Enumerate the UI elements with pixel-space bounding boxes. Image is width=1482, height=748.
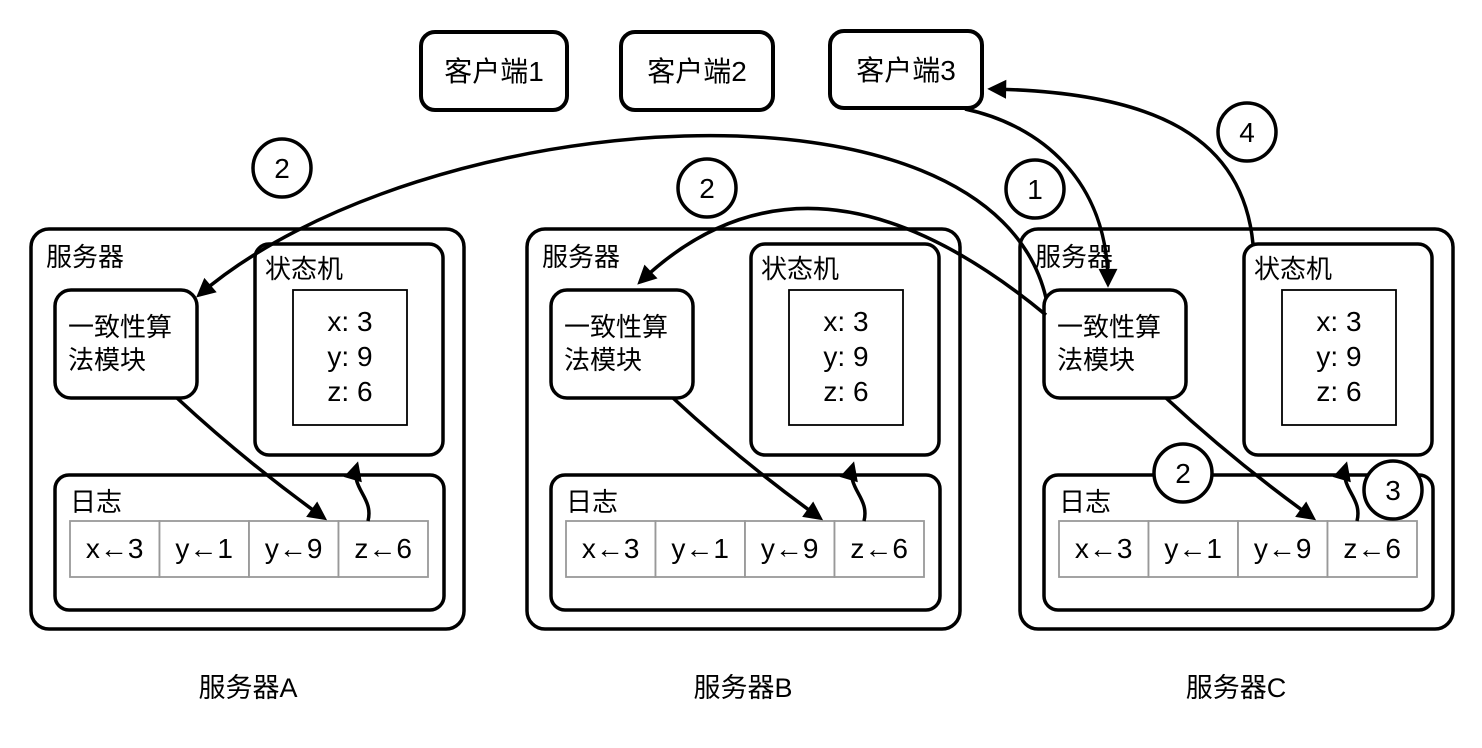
server-b-state-machine-label: 状态机: [761, 254, 839, 284]
client-2: 客户端2: [619, 30, 775, 112]
serverc-to-client3-reply-arrow: [987, 79, 1255, 245]
step-marker-label: 2: [274, 153, 290, 184]
server-b: 服务器 一致性算 法模块 状态机 x: 3 y: 9 z: 6 日志 x←3 y…: [525, 227, 962, 631]
server-c-log-label: 日志: [1059, 487, 1111, 517]
server-c-log-entry: y←1: [1164, 533, 1222, 564]
step-marker-1: 1: [1004, 158, 1066, 220]
server-a-log-to-state-machine-arrow: [343, 461, 371, 522]
client-1-box: [419, 30, 569, 112]
server-a-log-cell: [248, 520, 340, 578]
client-3: 客户端3: [828, 29, 984, 110]
server-a-sm-entry: y: 9: [327, 341, 372, 372]
server-b-sm-entry: x: 3: [823, 306, 868, 337]
server-b-log-cell: [654, 520, 746, 578]
server-b-log-entry: z←6: [850, 533, 908, 564]
server-a-sm-entry: x: 3: [327, 306, 372, 337]
server-b-log-cell: [833, 520, 925, 578]
server-a-sm-entry: z: 6: [327, 376, 372, 407]
server-b-sm-entry: z: 6: [823, 376, 868, 407]
server-a-consensus-module-box: [53, 288, 199, 400]
server-a: 服务器 一致性算 法模块 状态机 x: 3 y: 9 z: 6 日志 x←3 y…: [29, 227, 466, 631]
serverc-to-serverb-replicate-arrow: [637, 206, 1048, 317]
server-b-consensus-line2: 法模块: [564, 345, 642, 375]
server-a-state-machine-label: 状态机: [265, 254, 343, 284]
server-a-module-to-log-arrow: [175, 396, 328, 521]
server-a-box-label: 服务器: [46, 242, 124, 272]
server-c-log-cell: [1326, 520, 1418, 578]
server-c-log-cell: [1237, 520, 1329, 578]
server-a-state-machine-table: [292, 289, 408, 426]
server-c-log-entry: x←3: [1075, 533, 1133, 564]
server-b-log-cell: [744, 520, 836, 578]
step-marker-label: 4: [1239, 117, 1255, 148]
server-b-log-entry: x←3: [582, 533, 640, 564]
server-a-log-entry: y←1: [175, 533, 233, 564]
client-3-label: 客户端3: [856, 55, 956, 86]
server-c-sm-entry: x: 3: [1316, 306, 1361, 337]
server-b-log-to-state-machine-arrow: [839, 461, 867, 522]
step-marker-label: 1: [1027, 174, 1043, 205]
server-c-consensus-line2: 法模块: [1057, 345, 1135, 375]
step-marker-label: 3: [1385, 475, 1401, 506]
client-1: 客户端1: [419, 30, 569, 112]
step-marker-label: 2: [1175, 458, 1191, 489]
server-b-box-label: 服务器: [542, 242, 620, 272]
step-marker-2-server-c: 2: [1152, 442, 1214, 504]
server-a-log-entry: x←3: [86, 533, 144, 564]
server-b-module-to-log-arrow: [671, 396, 824, 521]
client-2-box: [619, 30, 775, 112]
step-marker-4: 4: [1216, 101, 1278, 163]
server-c-state-machine-table: [1281, 289, 1397, 426]
server-c-log-to-state-machine-arrow: [1332, 461, 1360, 522]
client3-to-serverc-request-arrow: [964, 107, 1118, 288]
server-c-log-cell: [1058, 520, 1150, 578]
server-b-consensus-line1: 一致性算: [564, 312, 668, 342]
server-b-caption: 服务器B: [693, 673, 792, 703]
server-a-consensus-line1: 一致性算: [68, 312, 172, 342]
server-a-log-label: 日志: [70, 487, 122, 517]
server-b-log-label: 日志: [566, 487, 618, 517]
server-c-state-machine-label: 状态机: [1254, 254, 1332, 284]
server-a-consensus-line2: 法模块: [68, 345, 146, 375]
client-2-label: 客户端2: [647, 56, 747, 87]
step-marker-2-server-a: 2: [251, 137, 313, 199]
server-b-log-cell: [565, 520, 657, 578]
server-c-sm-entry: y: 9: [1316, 341, 1361, 372]
server-a-log-entry: z←6: [354, 533, 412, 564]
server-c-log-entry: y←9: [1254, 533, 1312, 564]
server-a-caption: 服务器A: [198, 673, 297, 703]
server-a-log-cell: [337, 520, 429, 578]
client-1-label: 客户端1: [444, 56, 544, 87]
server-b-consensus-module-box: [549, 288, 695, 400]
server-c-box-label: 服务器: [1035, 242, 1113, 272]
server-c-consensus-line1: 一致性算: [1057, 312, 1161, 342]
server-b-log-entry: y←1: [671, 533, 729, 564]
server-c-sm-entry: z: 6: [1316, 376, 1361, 407]
server-c-log-entry: z←6: [1343, 533, 1401, 564]
serverc-to-servera-replicate-arrow: [196, 133, 1048, 299]
server-a-log-cell: [69, 520, 161, 578]
step-marker-2-server-b: 2: [676, 157, 738, 219]
server-b-log-entry: y←9: [761, 533, 819, 564]
step-marker-3: 3: [1362, 459, 1424, 521]
client-3-box: [828, 29, 984, 110]
server-c: 服务器 一致性算 法模块 状态机 x: 3 y: 9 z: 6 日志 x←3 y…: [1018, 227, 1455, 631]
server-c-module-to-log-arrow: [1164, 396, 1317, 521]
server-c-consensus-module-box: [1042, 288, 1188, 400]
server-c-caption: 服务器C: [1186, 673, 1287, 703]
server-a-log-entry: y←9: [265, 533, 323, 564]
server-b-state-machine-table: [788, 289, 904, 426]
server-b-sm-entry: y: 9: [823, 341, 868, 372]
step-marker-label: 2: [699, 173, 715, 204]
